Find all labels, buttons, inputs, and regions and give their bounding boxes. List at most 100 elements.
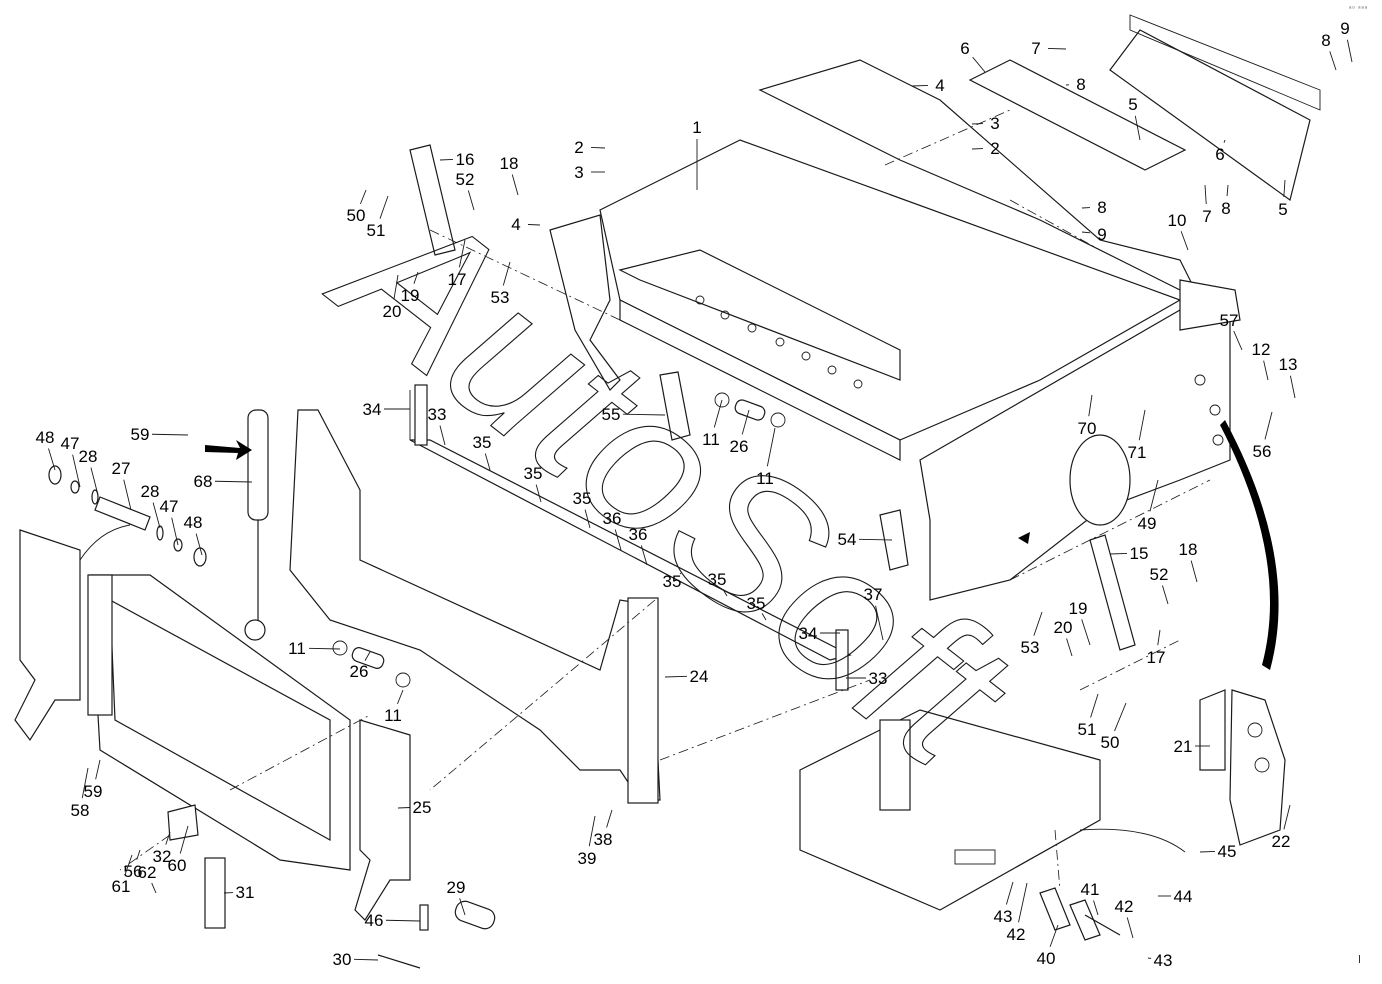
leader-line (1005, 881, 1014, 905)
callout-20: 20 (1054, 618, 1072, 657)
callout-4: 4 (911, 76, 945, 95)
pin-27 (94, 496, 151, 531)
callout-label: 34 (363, 400, 382, 419)
callout-label: 35 (524, 464, 543, 483)
callout-34: 34 (799, 624, 840, 643)
callout-60: 60 (168, 825, 189, 875)
callout-19: 19 (401, 271, 419, 305)
plate-32 (167, 804, 199, 841)
leader-line (1138, 409, 1146, 441)
callout-label: 30 (333, 950, 352, 969)
callout-label: 13 (1279, 355, 1298, 374)
callout-label: 29 (447, 878, 466, 897)
leader-line (1180, 231, 1189, 251)
leader-line (124, 854, 133, 875)
callout-50: 50 (1101, 702, 1127, 752)
leader-line (1047, 47, 1067, 50)
callout-58: 58 (71, 767, 89, 820)
callout-7: 7 (1031, 39, 1067, 58)
coupler-left-arm (14, 529, 81, 742)
leader-line (379, 195, 389, 219)
callout-24: 24 (664, 667, 708, 686)
leader-line (502, 261, 511, 286)
callout-label: 17 (448, 270, 467, 289)
callout-35: 35 (524, 464, 543, 503)
callout-label: 11 (288, 639, 306, 658)
callout-26: 26 (730, 409, 750, 456)
hydraulic-cylinder (244, 409, 269, 641)
leader-line (458, 239, 466, 268)
leader-line (858, 538, 893, 541)
callout-label: 25 (413, 798, 432, 817)
callout-2: 2 (971, 139, 1000, 158)
callout-22: 22 (1272, 804, 1290, 851)
callout-label: 52 (1150, 565, 1169, 584)
coupler-plate-inner (109, 598, 331, 842)
leader-line (614, 529, 622, 551)
callout-8: 8 (1221, 184, 1231, 218)
leader-line (588, 815, 596, 847)
leader-line (911, 84, 929, 87)
callout-label: 34 (799, 624, 818, 643)
callout-label: 11 (702, 430, 720, 449)
callout-38: 38 (594, 809, 612, 849)
callout-label: 59 (131, 425, 150, 444)
callout-17: 17 (448, 239, 467, 289)
callout-49: 49 (1138, 479, 1159, 533)
leader-line (766, 427, 776, 467)
callout-label: 18 (1179, 540, 1198, 559)
leader-line (1033, 611, 1043, 636)
leader-line (1223, 139, 1226, 143)
callout-35: 35 (573, 489, 591, 529)
callout-5: 5 (1128, 95, 1141, 141)
leader-line (48, 448, 56, 471)
callout-label: 35 (663, 572, 682, 591)
callout-10: 10 (1168, 211, 1189, 251)
callout-label: 36 (603, 509, 622, 528)
leader-line (1149, 479, 1159, 512)
leader-line (640, 545, 648, 566)
leader-line (1289, 375, 1296, 399)
callout-51: 51 (1078, 693, 1099, 739)
linkage-40-41 (1039, 887, 1121, 941)
wear-plate-cover (1129, 14, 1321, 111)
wear-plate-upper (968, 59, 1187, 171)
callout-52: 52 (1150, 565, 1169, 605)
clamp-brackets (409, 144, 1136, 651)
callout-label: 39 (578, 849, 597, 868)
leader-line (679, 572, 682, 575)
callout-label: 27 (112, 459, 131, 478)
wear-plate-lower (1109, 29, 1311, 202)
callout-18: 18 (500, 154, 519, 196)
leader-line (1283, 179, 1286, 198)
callout-label: 10 (1168, 211, 1187, 230)
leader-line (972, 56, 986, 73)
leader-line (1090, 693, 1099, 718)
callout-label: 21 (1174, 737, 1193, 756)
leader-line (165, 831, 171, 845)
callout-label: 45 (1218, 842, 1237, 861)
callout-43: 43 (994, 881, 1014, 926)
callout-label: 50 (1101, 733, 1120, 752)
callout-label: 18 (500, 154, 519, 173)
rail-end-bar-right (835, 629, 849, 691)
callout-label: 35 (473, 433, 492, 452)
callout-label: 8 (1221, 199, 1230, 218)
callout-label: 47 (61, 434, 80, 453)
callout-label: 41 (1081, 880, 1100, 899)
leader-line (1114, 702, 1127, 732)
callout-47: 47 (160, 497, 178, 546)
frame-arm-bracket (1179, 279, 1241, 331)
callout-label: 60 (168, 856, 187, 875)
clamp-bracket-16 (409, 144, 456, 256)
callout-label: 20 (383, 302, 402, 321)
callout-label: 31 (236, 883, 255, 902)
callout-12: 12 (1252, 340, 1270, 381)
callout-33: 33 (846, 669, 887, 688)
leader-line (467, 190, 475, 211)
leader-line (1157, 629, 1161, 646)
callout-label: 32 (153, 847, 172, 866)
callout-label: 54 (838, 530, 857, 549)
callout-36: 36 (603, 509, 622, 551)
leader-line (364, 651, 371, 661)
